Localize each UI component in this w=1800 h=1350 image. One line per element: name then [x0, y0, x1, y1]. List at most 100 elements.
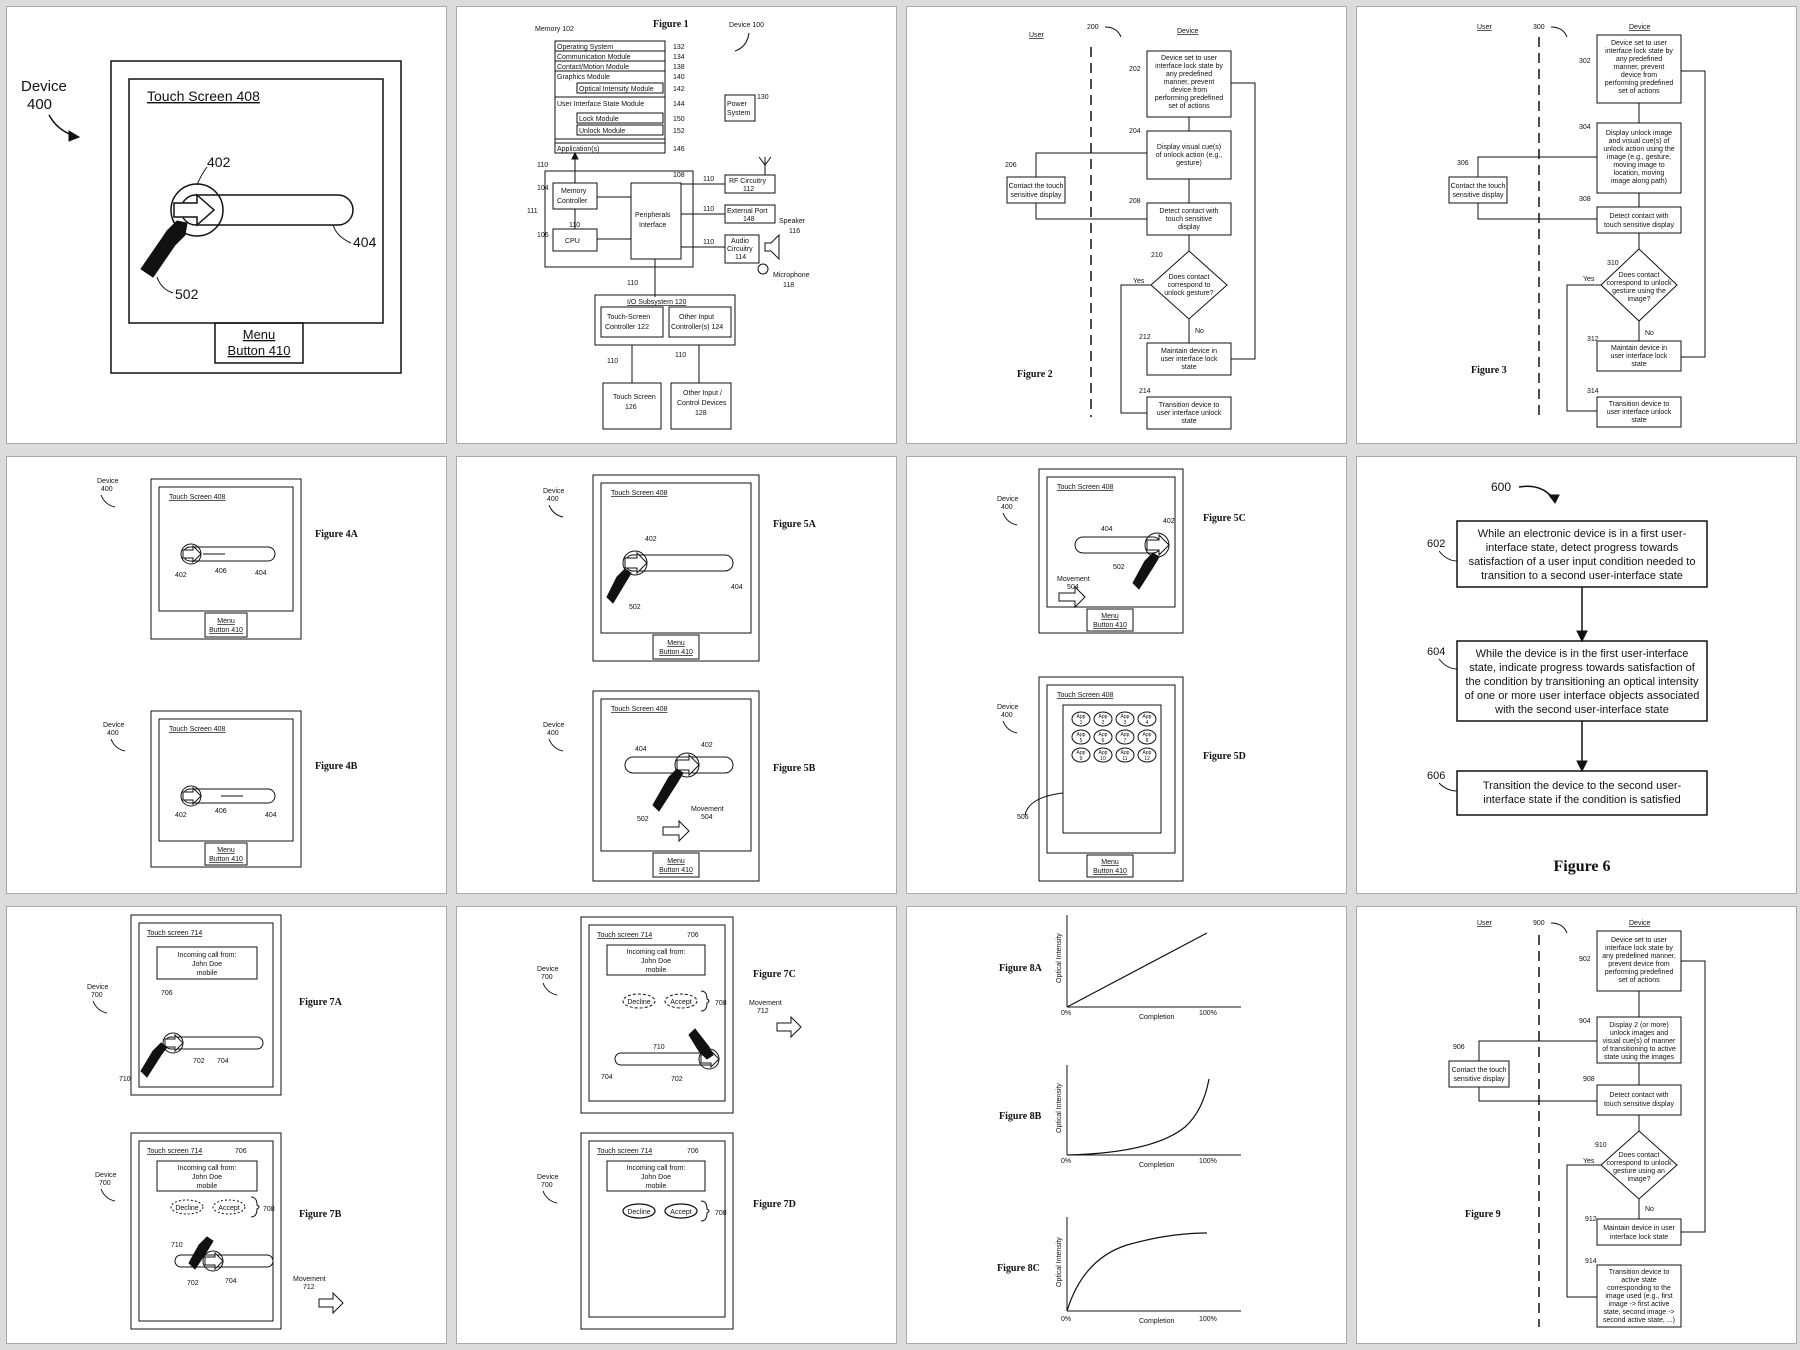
svg-text:touch sensitive display: touch sensitive display [1604, 1101, 1675, 1108]
app-icon-7[interactable] [1115, 729, 1135, 745]
unlock-arrow-icon-c[interactable] [1146, 533, 1170, 557]
svg-text:146: 146 [673, 146, 685, 153]
svg-text:unlock action using the: unlock action using the [1603, 146, 1674, 153]
figure-6-title: Figure 6 [1553, 858, 1610, 875]
app-icon-5[interactable] [1071, 729, 1091, 745]
ref-402-a: 402 [175, 572, 187, 579]
accept-button-b[interactable] [212, 1199, 246, 1215]
speaker-label: Speaker [779, 218, 806, 225]
movement-arrow-icon [776, 1015, 802, 1039]
accept-button-c[interactable] [664, 993, 698, 1009]
ref-706-c: 706 [687, 932, 699, 939]
ref-702-a: 702 [193, 1058, 205, 1065]
device-number-c: 700 [541, 974, 553, 981]
box-308 [1596, 206, 1682, 234]
app-icon-11[interactable] [1115, 747, 1135, 763]
unlock-arrow-icon-a[interactable] [182, 544, 202, 564]
module-os: Operating System [557, 44, 613, 51]
unlock-arrow-icon-b[interactable] [182, 786, 202, 806]
x0-8c: 0% [1061, 1316, 1071, 1323]
finger-icon-a [140, 1042, 168, 1078]
ref-702-b: 702 [187, 1280, 199, 1287]
touch-screen-b [158, 718, 294, 842]
svg-text:John Doe: John Doe [192, 1174, 222, 1181]
ref-908: 908 [1583, 1076, 1595, 1083]
power-num: 130 [757, 94, 769, 101]
svg-text:unlock gesture?: unlock gesture? [1164, 290, 1214, 297]
svg-text:state, indicate progress towar: state, indicate progress towards satisfa… [1469, 662, 1696, 674]
app-icon-12[interactable] [1137, 747, 1157, 763]
svg-text:interface lock state: interface lock state [1610, 1234, 1668, 1241]
box-602-text: While an electronic device is in a first… [1469, 528, 1696, 582]
accept-button-d[interactable] [664, 1203, 698, 1219]
menu-button-c[interactable] [1086, 608, 1134, 632]
svg-text:state: state [1631, 361, 1646, 368]
svg-text:state, second image ->: state, second image -> [1603, 1309, 1674, 1316]
menu-button-a[interactable] [204, 612, 248, 638]
unlock-arrow-icon[interactable] [173, 193, 216, 227]
app-number-10: 10 [1100, 756, 1106, 762]
svg-text:Detect contact with: Detect contact with [1609, 213, 1668, 220]
svg-text:correspond to unlock: correspond to unlock [1607, 1160, 1672, 1167]
menu-button[interactable] [214, 322, 304, 364]
app-icon-8[interactable] [1137, 729, 1157, 745]
movement-label: Movement [293, 1276, 326, 1283]
oic-label-2: Controller(s) 124 [671, 324, 723, 331]
menu-label-c1: Menu [1101, 613, 1119, 620]
answer-arrow-icon-b[interactable] [204, 1251, 224, 1271]
ref-600-arrowhead [1548, 494, 1560, 504]
svg-text:set of actions: set of actions [1618, 88, 1660, 95]
svg-text:touch sensitive: touch sensitive [1166, 216, 1212, 223]
ylabel-8c: Optical Intensity [1056, 1237, 1063, 1287]
menu-button-b[interactable] [652, 852, 700, 878]
movement-label: Movement [691, 806, 724, 813]
power-label-2: System [727, 110, 751, 117]
app-icon-1[interactable] [1071, 711, 1091, 727]
answer-slider-track-b[interactable] [174, 1254, 274, 1268]
figure-7b-title: Figure 7B [299, 1209, 342, 1220]
menu-button-b[interactable] [204, 842, 248, 866]
ref-110-h: 110 [675, 352, 686, 359]
app-icon-3[interactable] [1115, 711, 1135, 727]
ref-602-leader [1438, 550, 1458, 562]
svg-text:the condition by transitioning: the condition by transitioning an optica… [1466, 676, 1699, 688]
menu-button-d[interactable] [1086, 854, 1134, 878]
app-icon-4[interactable] [1137, 711, 1157, 727]
no-label: No [1645, 330, 1654, 337]
ref-110-b: 110 [537, 162, 548, 169]
oid-label-3: 128 [695, 410, 707, 417]
device-body-a [150, 478, 302, 640]
unlock-arrow-icon-a[interactable] [624, 551, 648, 575]
device-body-c [1038, 468, 1184, 634]
svg-text:Contact the touch: Contact the touch [1451, 183, 1506, 190]
menu-label-a1: Menu [217, 618, 235, 625]
ref-402-b: 402 [175, 812, 187, 819]
screen-label-b: Touch Screen 408 [169, 726, 226, 733]
screen-label-b: Touch screen 714 [147, 1148, 202, 1155]
movement-arrow-icon [662, 819, 690, 843]
ref-706-b: 706 [235, 1148, 247, 1155]
ref-202: 202 [1129, 66, 1141, 73]
figure-8c-title: Figure 8C [997, 1263, 1040, 1274]
figure-7a-title: Figure 7A [299, 997, 343, 1008]
app-grid-area [1062, 704, 1162, 834]
app-icon-6[interactable] [1093, 729, 1113, 745]
device-number-d: 400 [1001, 712, 1013, 719]
svg-text:set of actions: set of actions [1168, 103, 1210, 110]
app-grid: App1App2App3App4App5App6App7App8App9App1… [1071, 711, 1157, 763]
app-icon-10[interactable] [1093, 747, 1113, 763]
decline-button-d[interactable] [622, 1203, 656, 1219]
ref-404-leader [332, 224, 352, 244]
power-system-block [724, 94, 756, 122]
app-icon-2[interactable] [1093, 711, 1113, 727]
app-icon-9[interactable] [1071, 747, 1091, 763]
curve-8b-convex [1066, 1078, 1210, 1156]
svg-text:manner, prevent: manner, prevent [1614, 64, 1665, 71]
menu-button-a[interactable] [652, 634, 700, 660]
svg-text:interface lock state by: interface lock state by [1155, 63, 1223, 70]
decline-button-b[interactable] [170, 1199, 204, 1215]
decline-button-c[interactable] [622, 993, 656, 1009]
